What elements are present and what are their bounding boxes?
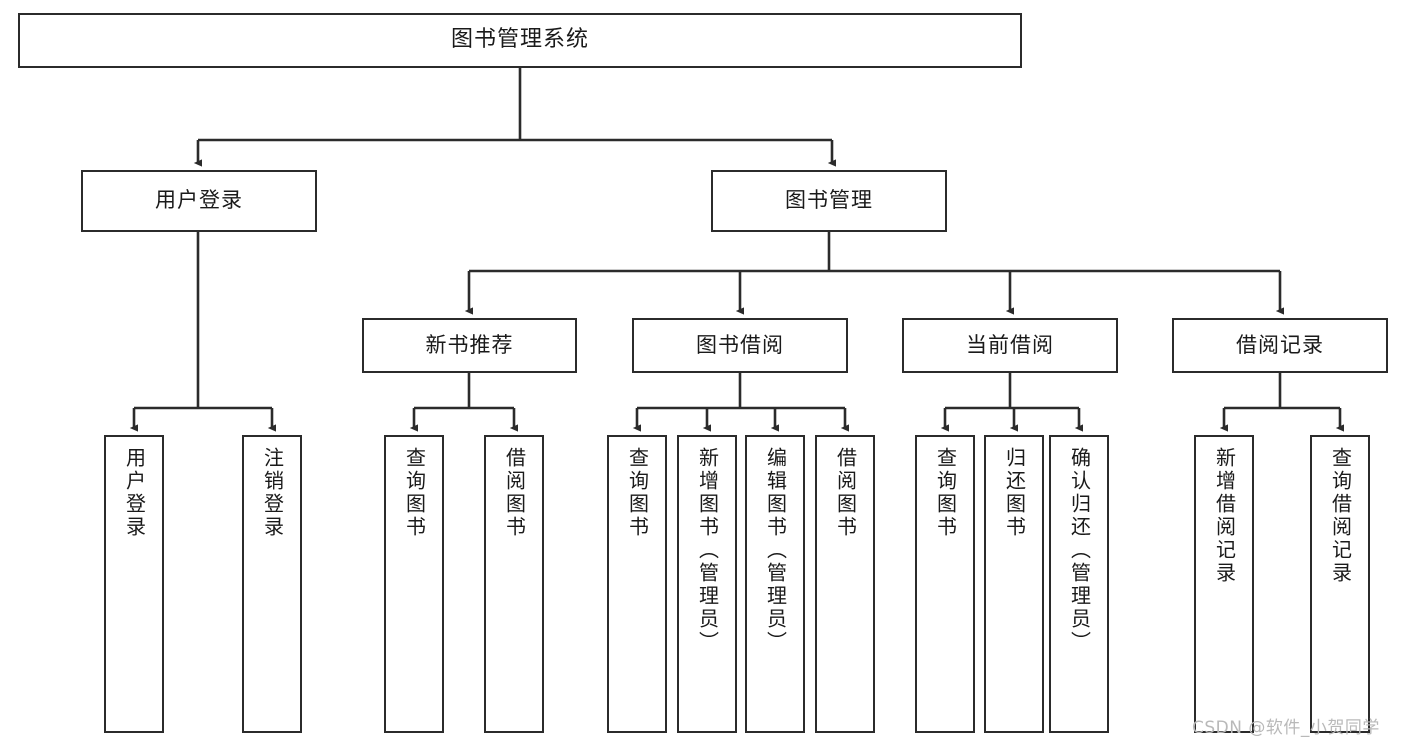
leaf-user-logout[interactable]: 注销登录 bbox=[242, 435, 302, 733]
node-label: 确认归还（管理员） bbox=[1067, 447, 1092, 654]
node-label: 借阅记录 bbox=[1236, 332, 1324, 357]
node-book-management[interactable]: 图书管理 bbox=[711, 170, 947, 232]
node-label: 图书管理 bbox=[785, 188, 873, 213]
leaf-borrow-book-recommend[interactable]: 借阅图书 bbox=[484, 435, 544, 733]
node-label: 编辑图书（管理员） bbox=[763, 447, 788, 654]
node-label: 用户登录 bbox=[122, 447, 147, 539]
node-label: 新增图书（管理员） bbox=[695, 447, 720, 654]
node-label: 用户登录 bbox=[155, 188, 243, 213]
node-label: 新书推荐 bbox=[425, 332, 514, 357]
node-new-book-recommend[interactable]: 新书推荐 bbox=[362, 318, 577, 373]
node-label: 查询借阅记录 bbox=[1328, 447, 1353, 585]
leaf-edit-book-admin[interactable]: 编辑图书（管理员） bbox=[745, 435, 805, 733]
node-label: 归还图书 bbox=[1002, 447, 1027, 539]
node-label: 借阅图书 bbox=[833, 447, 858, 539]
leaf-borrow-book[interactable]: 借阅图书 bbox=[815, 435, 875, 733]
leaf-query-book-current[interactable]: 查询图书 bbox=[915, 435, 975, 733]
leaf-user-login[interactable]: 用户登录 bbox=[104, 435, 164, 733]
node-label: 图书借阅 bbox=[696, 332, 784, 357]
node-label: 注销登录 bbox=[260, 447, 285, 539]
node-label: 查询图书 bbox=[402, 447, 427, 539]
node-current-borrow[interactable]: 当前借阅 bbox=[902, 318, 1118, 373]
node-label: 新增借阅记录 bbox=[1212, 447, 1237, 585]
node-label: 查询图书 bbox=[933, 447, 958, 539]
leaf-confirm-return-admin[interactable]: 确认归还（管理员） bbox=[1049, 435, 1109, 733]
node-label: 查询图书 bbox=[625, 447, 650, 539]
leaf-add-book-admin[interactable]: 新增图书（管理员） bbox=[677, 435, 737, 733]
node-root-book-management-system[interactable]: 图书管理系统 bbox=[18, 13, 1022, 68]
leaf-query-borrow-record[interactable]: 查询借阅记录 bbox=[1310, 435, 1370, 733]
leaf-query-book-borrow[interactable]: 查询图书 bbox=[607, 435, 667, 733]
node-label: 图书管理系统 bbox=[450, 27, 589, 53]
node-label: 借阅图书 bbox=[502, 447, 527, 539]
leaf-return-book[interactable]: 归还图书 bbox=[984, 435, 1044, 733]
node-user-login[interactable]: 用户登录 bbox=[81, 170, 317, 232]
leaf-add-borrow-record[interactable]: 新增借阅记录 bbox=[1194, 435, 1254, 733]
csdn-watermark: CSDN @软件_小贺同学 bbox=[1192, 718, 1380, 738]
leaf-query-book-recommend[interactable]: 查询图书 bbox=[384, 435, 444, 733]
node-label: 当前借阅 bbox=[966, 332, 1054, 357]
node-borrow-record[interactable]: 借阅记录 bbox=[1172, 318, 1388, 373]
node-book-borrow[interactable]: 图书借阅 bbox=[632, 318, 848, 373]
